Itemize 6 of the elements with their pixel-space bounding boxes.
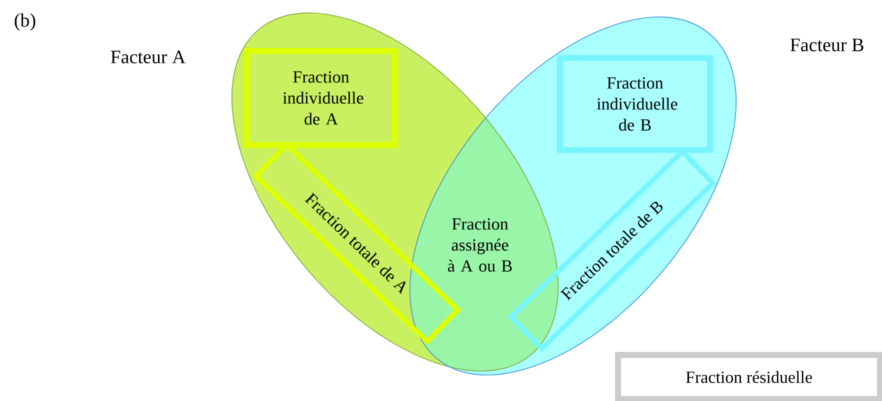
fraction-box: Fraction résiduelle xyxy=(615,352,882,401)
set-label: Facteur A xyxy=(110,50,186,64)
fraction-box: Fraction individuelle de B xyxy=(557,55,713,153)
fraction-box: Fraction individuelle de A xyxy=(244,48,398,148)
panel-label: (b) xyxy=(14,13,36,31)
set-label: Facteur B xyxy=(790,38,864,52)
